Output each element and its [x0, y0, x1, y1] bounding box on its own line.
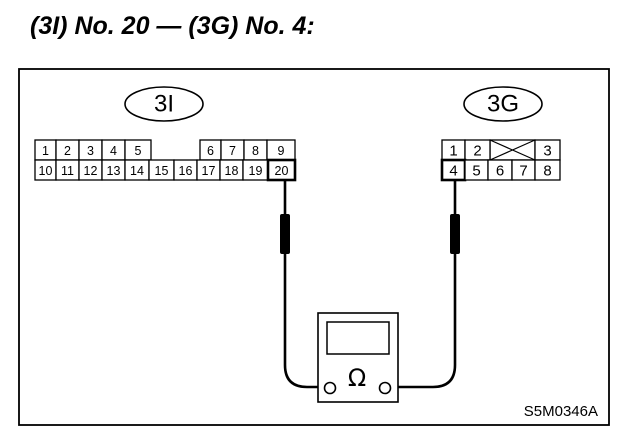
pin-cell: 8	[243, 139, 268, 161]
pin-number: 13	[107, 164, 121, 178]
pin-number: 8	[252, 144, 259, 158]
pin-cell: 20	[266, 158, 297, 182]
pin-cell: 1	[34, 139, 57, 161]
pin-number: 5	[472, 163, 480, 180]
pin-cell: 15	[148, 159, 175, 181]
pin-cell: 4	[101, 139, 126, 161]
pin-cell: 6	[487, 159, 513, 181]
pin-number: 18	[225, 164, 239, 178]
pin-cell: 1	[441, 139, 466, 161]
pin-cell: 6	[199, 139, 222, 161]
pin-number: 6	[496, 163, 504, 180]
pin-number: 1	[449, 143, 457, 160]
diagram-heading: (3I) No. 20 — (3G) No. 4:	[30, 12, 315, 40]
pin-number: 1	[42, 144, 49, 158]
pin-cell: 3	[78, 139, 103, 161]
figure-code: S5M0346A	[524, 403, 598, 420]
pin-cell: 17	[196, 159, 221, 181]
pin-number: 2	[473, 143, 481, 160]
connector-3g-label-oval	[463, 86, 543, 122]
pin-cell: 18	[219, 159, 244, 181]
pin-number: 15	[155, 164, 169, 178]
pin-cell: 16	[173, 159, 198, 181]
connector-3i-label-text: 3I	[154, 91, 174, 118]
pin-cell: 13	[101, 159, 126, 181]
pin-cell: 9	[266, 139, 296, 161]
pin-number: 3	[87, 144, 94, 158]
connector-3g-blank-pin	[489, 139, 536, 161]
ohmmeter-right-jack	[378, 381, 392, 395]
connector-3i-label: 3I	[124, 86, 204, 122]
pin-cell: 4	[440, 158, 467, 182]
right-test-lead	[384, 180, 457, 389]
pin-number: 4	[449, 163, 457, 180]
pin-number: 11	[61, 164, 74, 178]
left-probe-handle	[280, 214, 290, 254]
pin-number: 7	[229, 144, 236, 158]
pin-number: 8	[543, 163, 551, 180]
connector-3i-label-oval	[124, 86, 204, 122]
pin-number: 17	[202, 164, 216, 178]
pin-number: 19	[249, 164, 263, 178]
pin-cell: 14	[124, 159, 150, 181]
pin-number: 16	[179, 164, 193, 178]
blank-pin-cross-b	[489, 139, 536, 161]
left-test-lead	[283, 180, 320, 389]
pin-number: 12	[84, 164, 98, 178]
ohmmeter: Ω	[317, 312, 399, 403]
pin-number: 6	[207, 144, 214, 158]
pin-number: 4	[110, 144, 117, 158]
pin-cell: 7	[220, 139, 245, 161]
diagram-frame	[18, 68, 610, 426]
pin-cell: 5	[464, 159, 489, 181]
pin-number: 3	[543, 143, 551, 160]
pin-number: 10	[39, 164, 53, 178]
pin-number: 9	[278, 144, 285, 158]
pin-number: 7	[519, 163, 527, 180]
pin-cell: 2	[55, 139, 80, 161]
pin-cell: 3	[534, 139, 561, 161]
pin-cell: 2	[464, 139, 491, 161]
pin-cell: 11	[55, 159, 80, 181]
right-probe-handle	[450, 214, 460, 254]
pin-cell: 7	[511, 159, 536, 181]
pin-cell: 5	[124, 139, 152, 161]
pin-box	[534, 159, 561, 181]
test-pin-box	[266, 158, 297, 182]
pin-cell: 10	[34, 159, 57, 181]
connector-3g-label: 3G	[463, 86, 543, 122]
pin-number: 2	[64, 144, 71, 158]
ohmmeter-display	[326, 321, 390, 355]
pin-cell: 19	[242, 159, 269, 181]
pin-number: 14	[130, 164, 144, 178]
pin-cell: 12	[78, 159, 103, 181]
pin-cell: 8	[534, 159, 561, 181]
pin-number: 5	[135, 144, 142, 158]
connector-3g-label-text: 3G	[487, 91, 519, 118]
ohm-symbol: Ω	[348, 364, 366, 392]
pin-number: 20	[275, 164, 289, 178]
ohmmeter-left-jack	[323, 381, 337, 395]
